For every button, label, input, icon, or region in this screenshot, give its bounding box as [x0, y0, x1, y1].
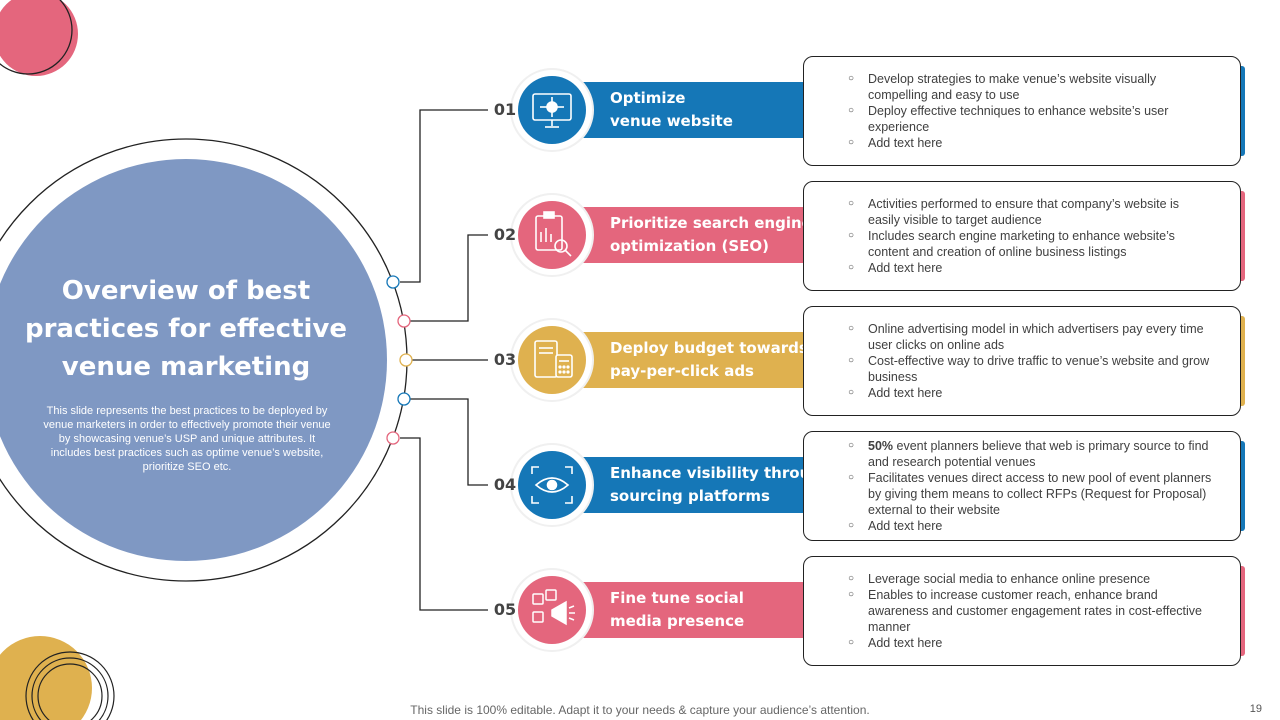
bullet-item: Activities performed to ensure that comp…: [848, 196, 1212, 228]
clipboard-search-icon: [535, 211, 572, 257]
item-label: Prioritize search engine optimization (S…: [610, 214, 812, 255]
item-number: 02: [493, 225, 517, 244]
detail-card-03: Online advertising model in which advert…: [803, 306, 1241, 416]
bullet-item: Enables to increase customer reach, enha…: [848, 587, 1212, 635]
social-megaphone-icon: [532, 589, 575, 626]
bullet-item: Add text here: [848, 635, 1212, 651]
item-number: 04: [493, 475, 517, 494]
main-circle: [0, 159, 387, 561]
item-label: Deploy budget towards pay-per-click ads: [610, 339, 808, 380]
detail-card-05: Leverage social media to enhance online …: [803, 556, 1241, 666]
bullet-item: Add text here: [848, 518, 1212, 534]
slide-title: Overview of best practices for effective…: [24, 276, 348, 382]
item-label: Optimize venue website: [610, 89, 733, 130]
slide-footer: This slide is 100% editable. Adapt it to…: [410, 703, 870, 717]
bullet-item: Includes search engine marketing to enha…: [848, 228, 1212, 260]
bullet-text: event planners believe that web is prima…: [868, 439, 1209, 469]
budget-calculator-icon: [534, 340, 573, 378]
item-label: Enhance visibility through sourcing plat…: [610, 464, 832, 505]
bullet-item: Facilitates venues direct access to new …: [848, 470, 1212, 518]
bullet-item: Add text here: [848, 260, 1212, 276]
bullet-item: Cost-effective way to drive traffic to v…: [848, 353, 1212, 385]
bullet-item: Add text here: [848, 135, 1212, 151]
bullet-item: Online advertising model in which advert…: [848, 321, 1212, 353]
connectors: [400, 109, 488, 611]
item-label: Fine tune social media presence: [610, 589, 745, 630]
corner-decor-top: [0, 0, 78, 76]
item-number: 05: [493, 600, 517, 619]
item-02-badge: [510, 193, 830, 277]
item-number: 03: [493, 350, 517, 369]
bullet-item: Leverage social media to enhance online …: [848, 571, 1212, 587]
item-03-badge: [510, 318, 830, 402]
eye-focus-icon: [531, 466, 573, 504]
bullet-highlight: 50%: [868, 439, 894, 453]
bullet-item: Develop strategies to make venue’s websi…: [848, 71, 1212, 103]
item-05-badge: [510, 568, 830, 652]
monitor-network-icon: [532, 93, 572, 128]
page-number: 19: [1249, 703, 1262, 715]
connector-dots: [386, 275, 413, 445]
corner-decor-bottom: [0, 636, 115, 720]
bullet-item: Deploy effective techniques to enhance w…: [848, 103, 1212, 135]
bullet-item: Add text here: [848, 385, 1212, 401]
bullet-item: 50% event planners believe that web is p…: [848, 438, 1212, 470]
detail-card-04: 50% event planners believe that web is p…: [803, 431, 1241, 541]
detail-card-01: Develop strategies to make venue’s websi…: [803, 56, 1241, 166]
detail-card-02: Activities performed to ensure that comp…: [803, 181, 1241, 291]
item-number: 01: [493, 100, 517, 119]
slide-description: This slide represents the best practices…: [43, 405, 331, 473]
item-01-badge: [510, 68, 830, 152]
item-04-badge: [510, 443, 830, 527]
